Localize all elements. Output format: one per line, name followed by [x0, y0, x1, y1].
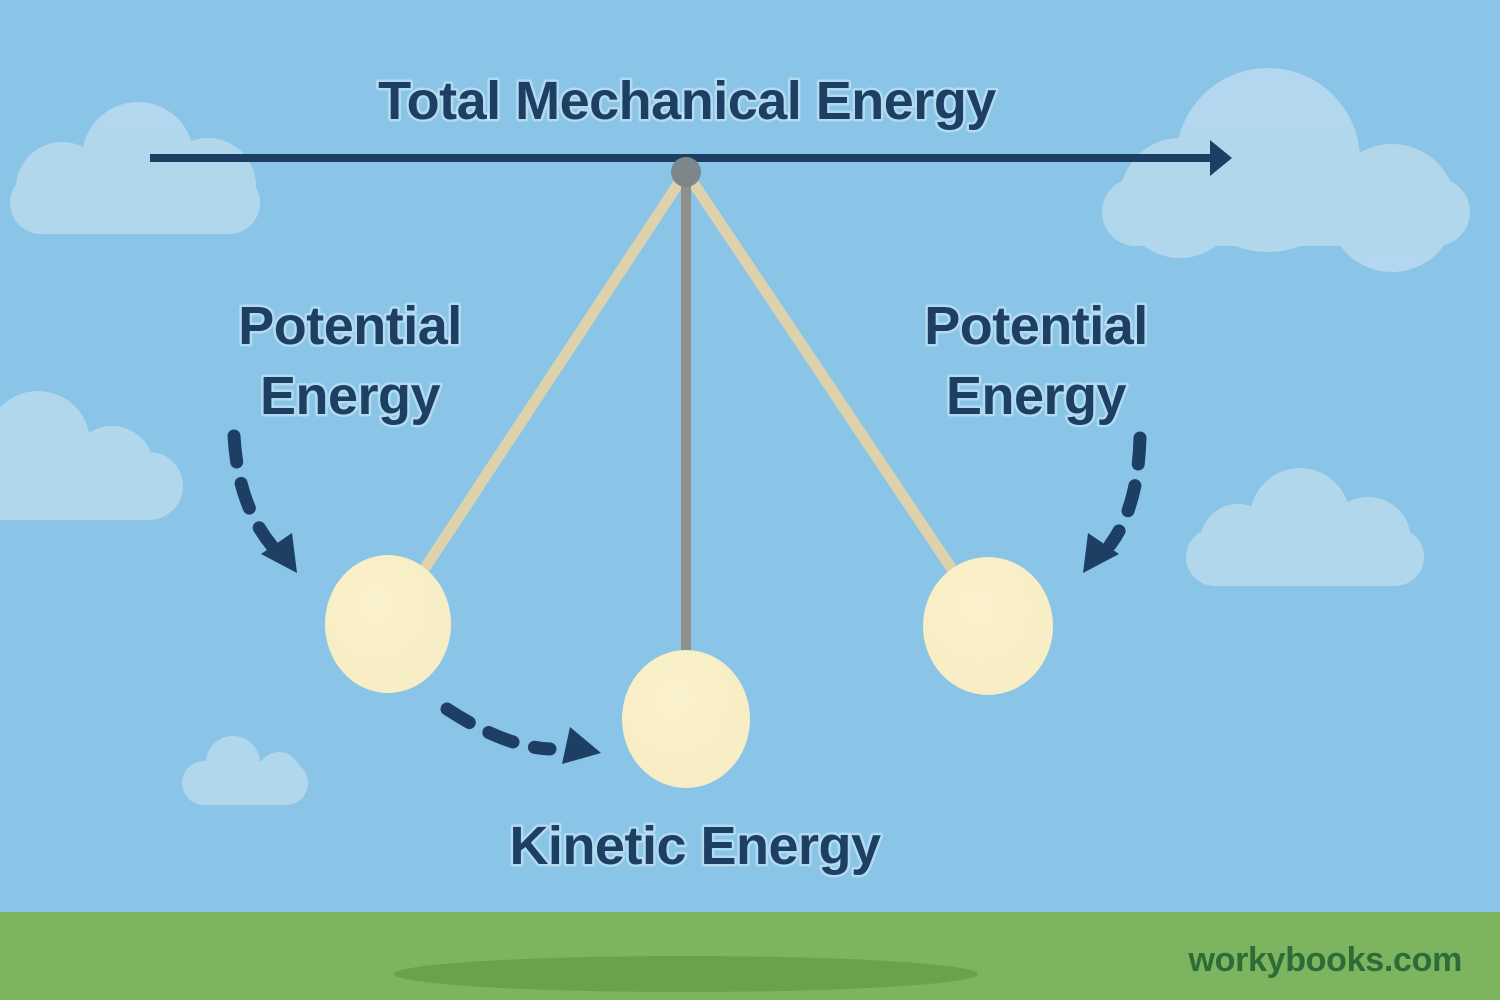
dashed-arrow-bottom-curve [440, 702, 557, 756]
potential-energy-right-line1: Potential [924, 296, 1148, 356]
cloud-bottom-left [182, 736, 308, 805]
right-arrowhead-icon [1210, 140, 1232, 176]
watermark-text: workybooks.com [1187, 941, 1462, 979]
pendulum-ball-right [923, 557, 1053, 695]
cloud-top-left [10, 102, 260, 234]
dashed-arrow-left-curve [227, 429, 279, 553]
potential-energy-label-right: Potential Energy [922, 294, 1151, 429]
cloud-middle-right [1186, 468, 1424, 586]
dashed-arrow-right-curve [1103, 431, 1147, 552]
potential-energy-left-line2: Energy [260, 366, 441, 426]
pendulum-ball-left [325, 555, 451, 693]
potential-energy-right-line2: Energy [946, 366, 1127, 426]
total-energy-arrow [150, 140, 1232, 176]
pendulum-string-right [681, 168, 991, 624]
potential-to-kinetic-arrow-right [1083, 431, 1147, 573]
cloud-middle-left [0, 391, 183, 520]
potential-energy-left-line1: Potential [238, 296, 462, 356]
potential-to-kinetic-arrow-left [227, 429, 297, 573]
right-arrowhead-small-icon [562, 727, 601, 764]
potential-energy-label-left: Potential Energy [236, 294, 465, 429]
down-left-arrowhead-icon [1083, 533, 1119, 573]
down-right-arrowhead-icon [261, 533, 297, 573]
kinetic-energy-arrow-bottom [440, 702, 601, 764]
pendulum-string-left [387, 168, 691, 622]
kinetic-energy-label: Kinetic Energy [509, 816, 881, 876]
ground-shadow [394, 956, 978, 992]
pendulum-ball-center [622, 650, 750, 788]
pendulum-pivot [671, 157, 701, 187]
cloud-top-right [1102, 68, 1470, 272]
total-mechanical-energy-title: Total Mechanical Energy [378, 71, 996, 131]
